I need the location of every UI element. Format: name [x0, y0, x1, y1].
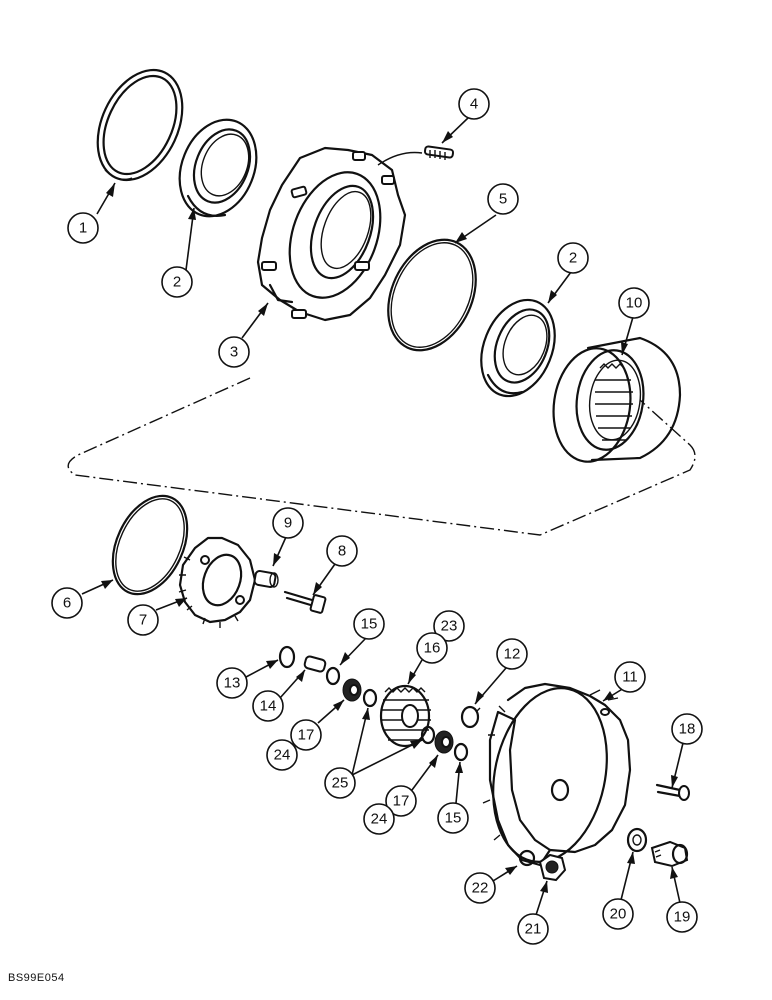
callout-2-lower: 2: [557, 242, 589, 274]
callout-17-lower: 17: [385, 785, 417, 817]
svg-text:1: 1: [79, 220, 87, 237]
washer-22-part: [518, 849, 536, 867]
svg-text:24: 24: [371, 811, 388, 828]
callout-3: 3: [218, 336, 250, 368]
svg-text:13: 13: [224, 675, 241, 692]
washer-25b-part: [420, 725, 436, 745]
callout-16: 16: [416, 632, 448, 664]
svg-text:18: 18: [679, 721, 696, 738]
bolt-part: [283, 590, 327, 614]
svg-text:2: 2: [569, 250, 577, 267]
svg-text:12: 12: [504, 646, 521, 663]
callout-8: 8: [326, 535, 358, 567]
callout-6: 6: [51, 587, 83, 619]
ring-gear-part: [552, 336, 682, 463]
callout-25: 25: [324, 767, 356, 799]
planet-gear-part: [379, 684, 431, 748]
planet-carrier-part: [178, 536, 257, 628]
svg-text:17: 17: [298, 727, 315, 744]
sleeve-part: [253, 570, 279, 588]
svg-text:25: 25: [332, 775, 349, 792]
svg-text:22: 22: [472, 880, 489, 897]
snap-ring-12-part: [460, 705, 481, 729]
drawing-code: BS99E054: [8, 972, 65, 984]
callout-20: 20: [602, 898, 634, 930]
svg-text:15: 15: [445, 810, 462, 827]
svg-text:6: 6: [63, 595, 71, 612]
callout-22: 22: [464, 872, 496, 904]
washer-15b-part: [453, 742, 469, 762]
housing-cover-part: [482, 682, 632, 867]
svg-text:4: 4: [470, 96, 478, 113]
svg-text:24: 24: [274, 747, 291, 764]
svg-text:10: 10: [626, 295, 643, 312]
callout-10: 10: [618, 287, 650, 319]
callout-12: 12: [496, 638, 528, 670]
bearing-upper-part: [178, 118, 258, 218]
svg-text:14: 14: [260, 698, 277, 715]
callout-21: 21: [517, 913, 549, 945]
svg-text:16: 16: [424, 640, 441, 657]
svg-text:8: 8: [338, 543, 346, 560]
nut-part: [538, 853, 567, 882]
svg-text:5: 5: [499, 191, 507, 208]
washer-15a-part: [325, 666, 341, 686]
pin-part: [303, 655, 327, 673]
callout-18: 18: [671, 713, 703, 745]
needle-bearing-17b-part: [434, 730, 454, 754]
stud-part: [377, 145, 455, 166]
snap-ring-part: [278, 645, 296, 669]
svg-text:9: 9: [284, 515, 292, 532]
svg-text:19: 19: [674, 909, 691, 926]
washer-25a-part: [362, 688, 378, 708]
callout-11: 11: [614, 661, 646, 693]
bearing-lower-part: [480, 298, 556, 398]
callout-9: 9: [272, 507, 304, 539]
svg-text:7: 7: [139, 612, 147, 629]
callout-2-upper: 2: [161, 266, 193, 298]
svg-text:20: 20: [610, 906, 627, 923]
drain-plug-part: [650, 840, 689, 868]
callout-17-upper: 17: [290, 719, 322, 751]
assembly-group-outline: [67, 377, 696, 536]
svg-text:17: 17: [393, 793, 410, 810]
svg-text:21: 21: [525, 921, 542, 938]
seal-ring-part: [96, 68, 184, 182]
callout-7: 7: [127, 604, 159, 636]
svg-text:15: 15: [361, 616, 378, 633]
needle-bearing-17a-part: [342, 678, 362, 702]
screw-part: [655, 783, 690, 801]
callout-23: 23: [433, 610, 465, 642]
hub-carrier-part: [256, 146, 407, 322]
svg-text:23: 23: [441, 618, 458, 635]
callout-15-upper: 15: [353, 608, 385, 640]
svg-text:11: 11: [622, 669, 638, 686]
leader-lines: [81, 117, 684, 916]
callout-19: 19: [666, 901, 698, 933]
callout-24-lower: 24: [363, 803, 395, 835]
callout-24-upper: 24: [266, 739, 298, 771]
svg-text:3: 3: [230, 344, 238, 361]
washer-20-part: [626, 827, 648, 853]
callout-14: 14: [252, 690, 284, 722]
o-ring-small-part: [111, 494, 189, 596]
callout-15-lower: 15: [437, 802, 469, 834]
svg-text:2: 2: [173, 274, 181, 291]
callout-13: 13: [216, 667, 248, 699]
callout-1: 1: [67, 212, 99, 244]
o-ring-large-part: [387, 238, 477, 352]
callout-5: 5: [487, 183, 519, 215]
callout-4: 4: [458, 88, 490, 120]
